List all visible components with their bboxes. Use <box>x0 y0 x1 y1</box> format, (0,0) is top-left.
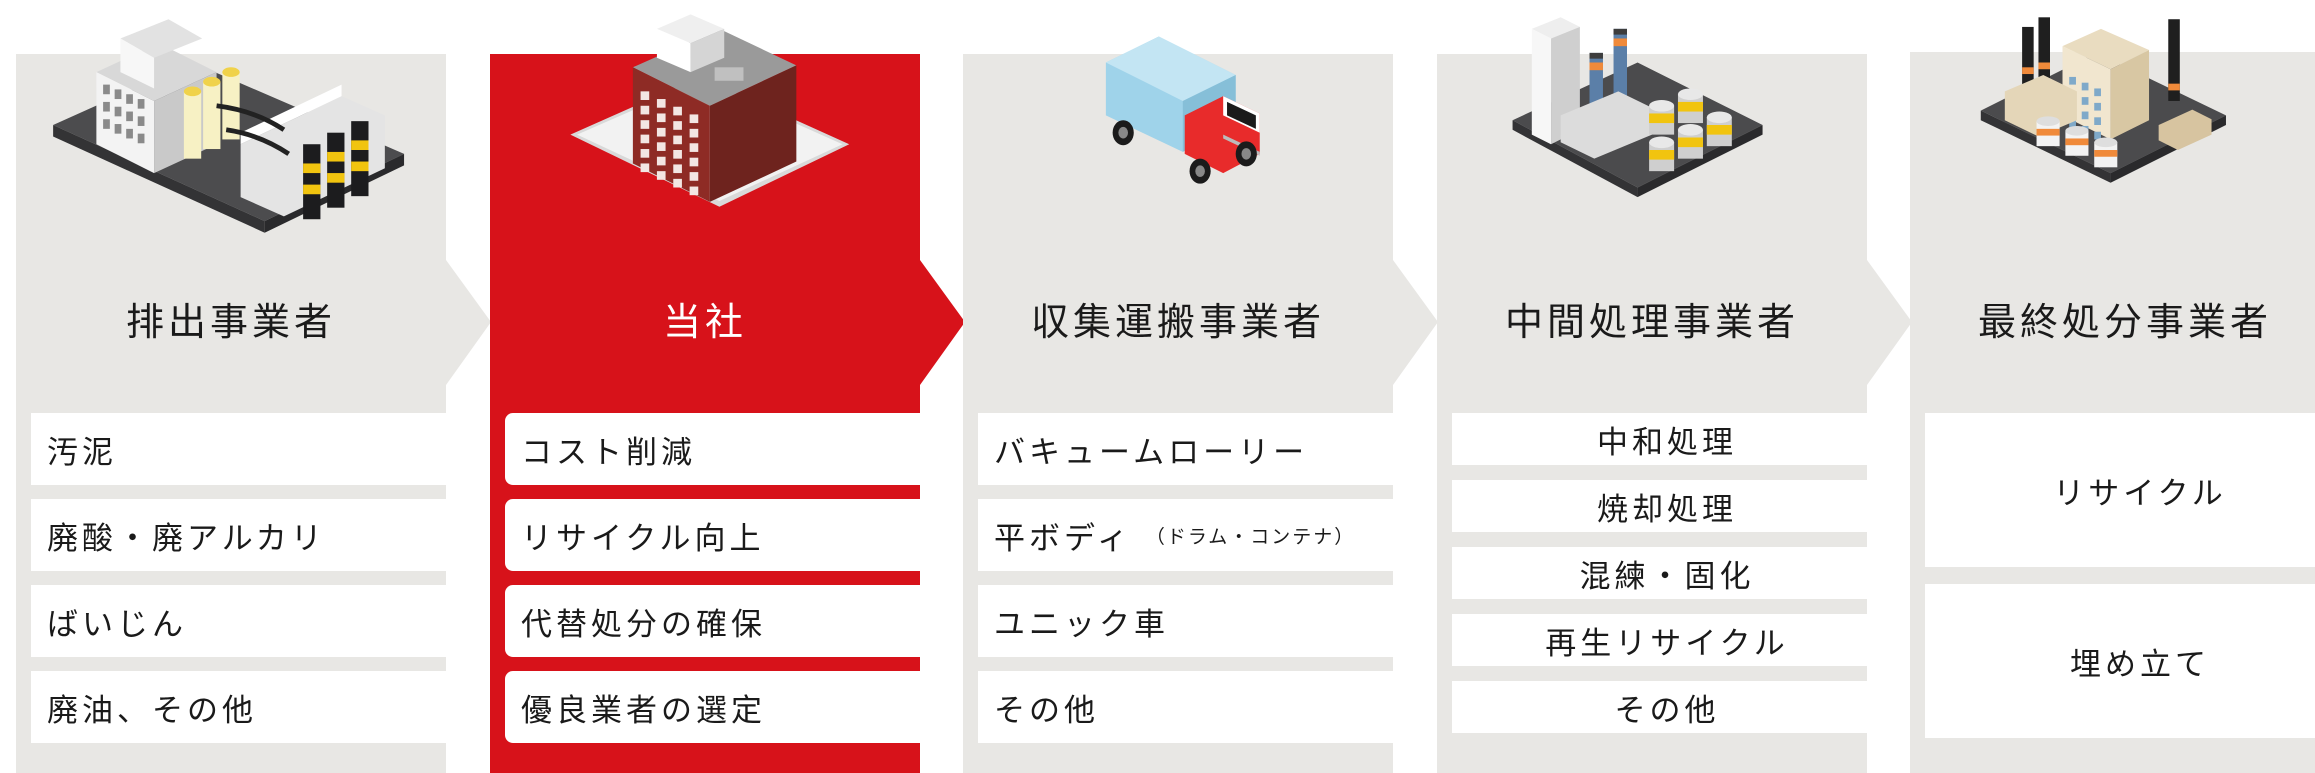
list-item: 焼却処理 <box>1452 480 1882 532</box>
list-item: 廃油、その他 <box>31 671 461 743</box>
treatment-plant-icon <box>1512 17 1763 198</box>
list-item-label: 中和処理 <box>1597 424 1737 461</box>
list-item-label: ユニック車 <box>994 606 1169 643</box>
list-item: リサイクル <box>1925 413 2315 567</box>
list-item-label: ばいじん <box>47 606 187 643</box>
column-title: 収集運搬事業者 <box>1030 300 1325 344</box>
list-item: バキュームローリー <box>978 413 1408 485</box>
list-item: 汚泥 <box>31 413 461 485</box>
list-item-label: 廃酸・廃アルカリ <box>47 520 326 557</box>
column-title: 排出事業者 <box>125 300 336 344</box>
list-item-label: 優良業者の選定 <box>521 692 766 729</box>
list-item-label: リサイクル向上 <box>521 520 765 557</box>
list-item-label: その他 <box>1614 692 1720 729</box>
list-item-label: バキュームローリー <box>994 434 1309 471</box>
list-item-label: コスト削減 <box>521 434 696 471</box>
list-item-label: リサイクル <box>2053 475 2227 512</box>
list-item-label: 平ボディ <box>994 520 1132 557</box>
disposal-plant-icon <box>1980 17 2226 183</box>
list-item: 中和処理 <box>1452 413 1882 465</box>
truck-icon <box>1105 36 1260 184</box>
list-item-label: 焼却処理 <box>1597 491 1737 528</box>
office-building-icon <box>570 14 850 207</box>
list-item: 代替処分の確保 <box>505 585 935 657</box>
column-3: 中間処理事業者中和処理焼却処理混練・固化再生リサイクルその他 <box>1437 17 1882 773</box>
list-item: リサイクル向上 <box>505 499 935 571</box>
column-1: 当社コスト削減リサイクル向上代替処分の確保優良業者の選定 <box>490 14 935 773</box>
list-item: その他 <box>1452 681 1882 733</box>
list-item-label: 代替処分の確保 <box>521 606 766 643</box>
flow-arrow-icon <box>1393 260 1438 385</box>
list-item: 廃酸・廃アルカリ <box>31 499 461 571</box>
list-item: 混練・固化 <box>1452 547 1882 599</box>
flow-arrow-icon <box>446 260 491 385</box>
list-item: ユニック車 <box>978 585 1408 657</box>
flow-arrow-icon <box>920 260 965 385</box>
column-title: 最終処分事業者 <box>1977 300 2272 344</box>
list-item: 優良業者の選定 <box>505 671 935 743</box>
list-item-label: その他 <box>994 692 1099 729</box>
column-0: 排出事業者汚泥廃酸・廃アルカリばいじん廃油、その他 <box>16 19 461 773</box>
column-title: 当社 <box>662 300 747 344</box>
list-item-label: 廃油、その他 <box>47 692 257 729</box>
list-item-label: 汚泥 <box>47 434 117 471</box>
list-item: 平ボディ （ドラム・コンテナ） <box>978 499 1408 571</box>
list-item: 再生リサイクル <box>1452 614 1882 666</box>
column-title: 中間処理事業者 <box>1504 300 1799 344</box>
list-item-label: 埋め立て <box>2070 646 2210 683</box>
list-item-note: （ドラム・コンテナ） <box>1145 525 1356 548</box>
column-2: 収集運搬事業者バキュームローリー平ボディ （ドラム・コンテナ） ユニック車その他 <box>963 36 1408 773</box>
list-item-label: 混練・固化 <box>1579 558 1755 595</box>
flow-arrow-icon <box>1867 260 1912 385</box>
list-item: その他 <box>978 671 1408 743</box>
column-4: 最終処分事業者リサイクル埋め立て <box>1910 17 2315 773</box>
list-item: ばいじん <box>31 585 461 657</box>
list-item: コスト削減 <box>505 413 935 485</box>
list-item: 埋め立て <box>1925 584 2315 738</box>
factory-with-tanks-icon <box>53 19 405 233</box>
list-item-label: 再生リサイクル <box>1545 625 1789 662</box>
